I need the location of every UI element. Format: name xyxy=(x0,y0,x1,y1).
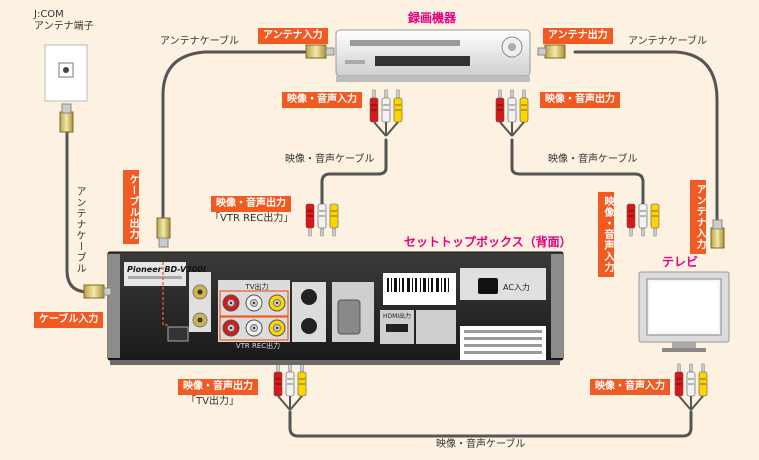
stb-jack-top-white xyxy=(245,294,263,312)
av-cable-bottom: 映像・音声ケーブル xyxy=(436,439,526,450)
cables xyxy=(65,50,719,438)
tag-tv-av-in-bottom: 映像・音声入力 xyxy=(590,379,670,395)
av-cable-right: 映像・音声ケーブル xyxy=(548,154,638,165)
antenna-cable-top-left: アンテナケーブル xyxy=(160,36,239,47)
stb-jack-bottom-white xyxy=(245,319,263,337)
tag-cable-in: ケーブル入力 xyxy=(34,312,104,328)
tag-cable-out: ケーブル出力 xyxy=(123,170,139,244)
stb-vtr-rec-plugs-plug-yellow xyxy=(329,203,339,237)
tv-side-plugs-plug-red xyxy=(626,203,636,237)
tag-recorder-av-out: 映像・音声出力 xyxy=(540,92,620,108)
tv-bottom-plugs xyxy=(674,363,708,411)
tag-stb-tv-av-out: 映像・音声出力 xyxy=(178,379,258,395)
stb-tv-out-plugs-plug-yellow xyxy=(297,363,307,397)
tag-antenna-in: アンテナ入力 xyxy=(258,28,328,44)
tag-tv-antenna-in: アンテナ入力 xyxy=(690,180,706,254)
rca-plug-groups xyxy=(273,89,708,411)
stb-brand: Pioneer BD-V300J xyxy=(127,265,206,274)
recorder-title: 録画機器 xyxy=(408,11,457,25)
recorder-av-in-plugs-plug-red xyxy=(369,89,379,123)
stb-tv-out-label: TV出力 xyxy=(244,282,268,291)
av-cable-bottom xyxy=(288,410,693,438)
tag-tv-av-in-side: 映像・音声入力 xyxy=(598,192,614,277)
stb-rca-jacks xyxy=(222,294,286,337)
recorder-av-in-plugs xyxy=(369,89,403,137)
stb-hdmi-label: HDMI出力 xyxy=(383,312,411,320)
av-cable-recorder-out xyxy=(510,138,645,207)
tag-antenna-out: アンテナ出力 xyxy=(543,28,613,44)
tv-side-plugs xyxy=(626,203,660,237)
recorder-av-out-plugs-plug-yellow xyxy=(519,89,529,123)
stb-jack-top-yellow xyxy=(268,294,286,312)
antenna-cable-top-right: アンテナケーブル xyxy=(628,36,707,47)
tv-bottom-plugs-plug-white xyxy=(686,363,696,397)
tv-output-label: 「TV出力」 xyxy=(186,396,239,407)
tv-side-plugs-plug-white xyxy=(638,203,648,237)
tv-title: テレビ xyxy=(662,255,699,269)
stb-antenna-plugs xyxy=(83,217,171,299)
recorder-device xyxy=(335,29,531,82)
stb-vtr-rec-plugs-plug-red xyxy=(305,203,315,237)
tv-bottom-plugs-plug-red xyxy=(674,363,684,397)
tv-side-plugs-plug-yellow xyxy=(650,203,660,237)
stb-jack-bottom-red xyxy=(222,319,240,337)
tv-device xyxy=(638,219,730,352)
recorder-antenna-plugs xyxy=(305,44,566,59)
jcom-label-1: J:COM xyxy=(34,9,64,20)
stb-jack-bottom-yellow xyxy=(268,319,286,337)
tag-recorder-av-in: 映像・音声入力 xyxy=(282,92,362,108)
stb-title: セットトップボックス（背面） xyxy=(404,235,572,249)
stb-vtr-label: VTR REC出力 xyxy=(236,341,280,350)
tag-stb-vtr-av-out: 映像・音声出力 xyxy=(211,196,291,212)
recorder-av-out-plugs-plug-red xyxy=(495,89,505,123)
av-cable-left: 映像・音声ケーブル xyxy=(285,154,375,165)
av-cable-recorder-in xyxy=(320,138,388,207)
stb-tv-out-plugs-plug-red xyxy=(273,363,283,397)
stb-guide-line xyxy=(162,262,168,326)
recorder-av-in-plugs-plug-yellow xyxy=(393,89,403,123)
recorder-av-out-plugs xyxy=(495,89,529,137)
cable-stb-to-recorder xyxy=(161,50,310,230)
stb-tv-out-plugs xyxy=(273,363,307,411)
recorder-av-in-plugs-plug-white xyxy=(381,89,391,123)
stb-tv-out-plugs-plug-white xyxy=(285,363,295,397)
jcom-label-2: アンテナ端子 xyxy=(34,21,94,32)
cable-recorder-to-tv xyxy=(573,50,719,230)
antenna-cable-left: アンテナケーブル xyxy=(74,186,85,274)
stb-jack-top-red xyxy=(222,294,240,312)
tv-bottom-plugs-plug-yellow xyxy=(698,363,708,397)
stb-device: Pioneer BD-V300J TV出力 VTR REC出力 xyxy=(107,251,564,365)
stb-vtr-rec-plugs xyxy=(305,203,339,237)
recorder-av-out-plugs-plug-white xyxy=(507,89,517,123)
vtr-rec-output-label: 「VTR REC出力」 xyxy=(210,213,294,224)
jcom-wall-terminal xyxy=(44,44,88,133)
stb-ac-label: AC入力 xyxy=(503,282,530,292)
stb-vtr-rec-plugs-plug-white xyxy=(317,203,327,237)
